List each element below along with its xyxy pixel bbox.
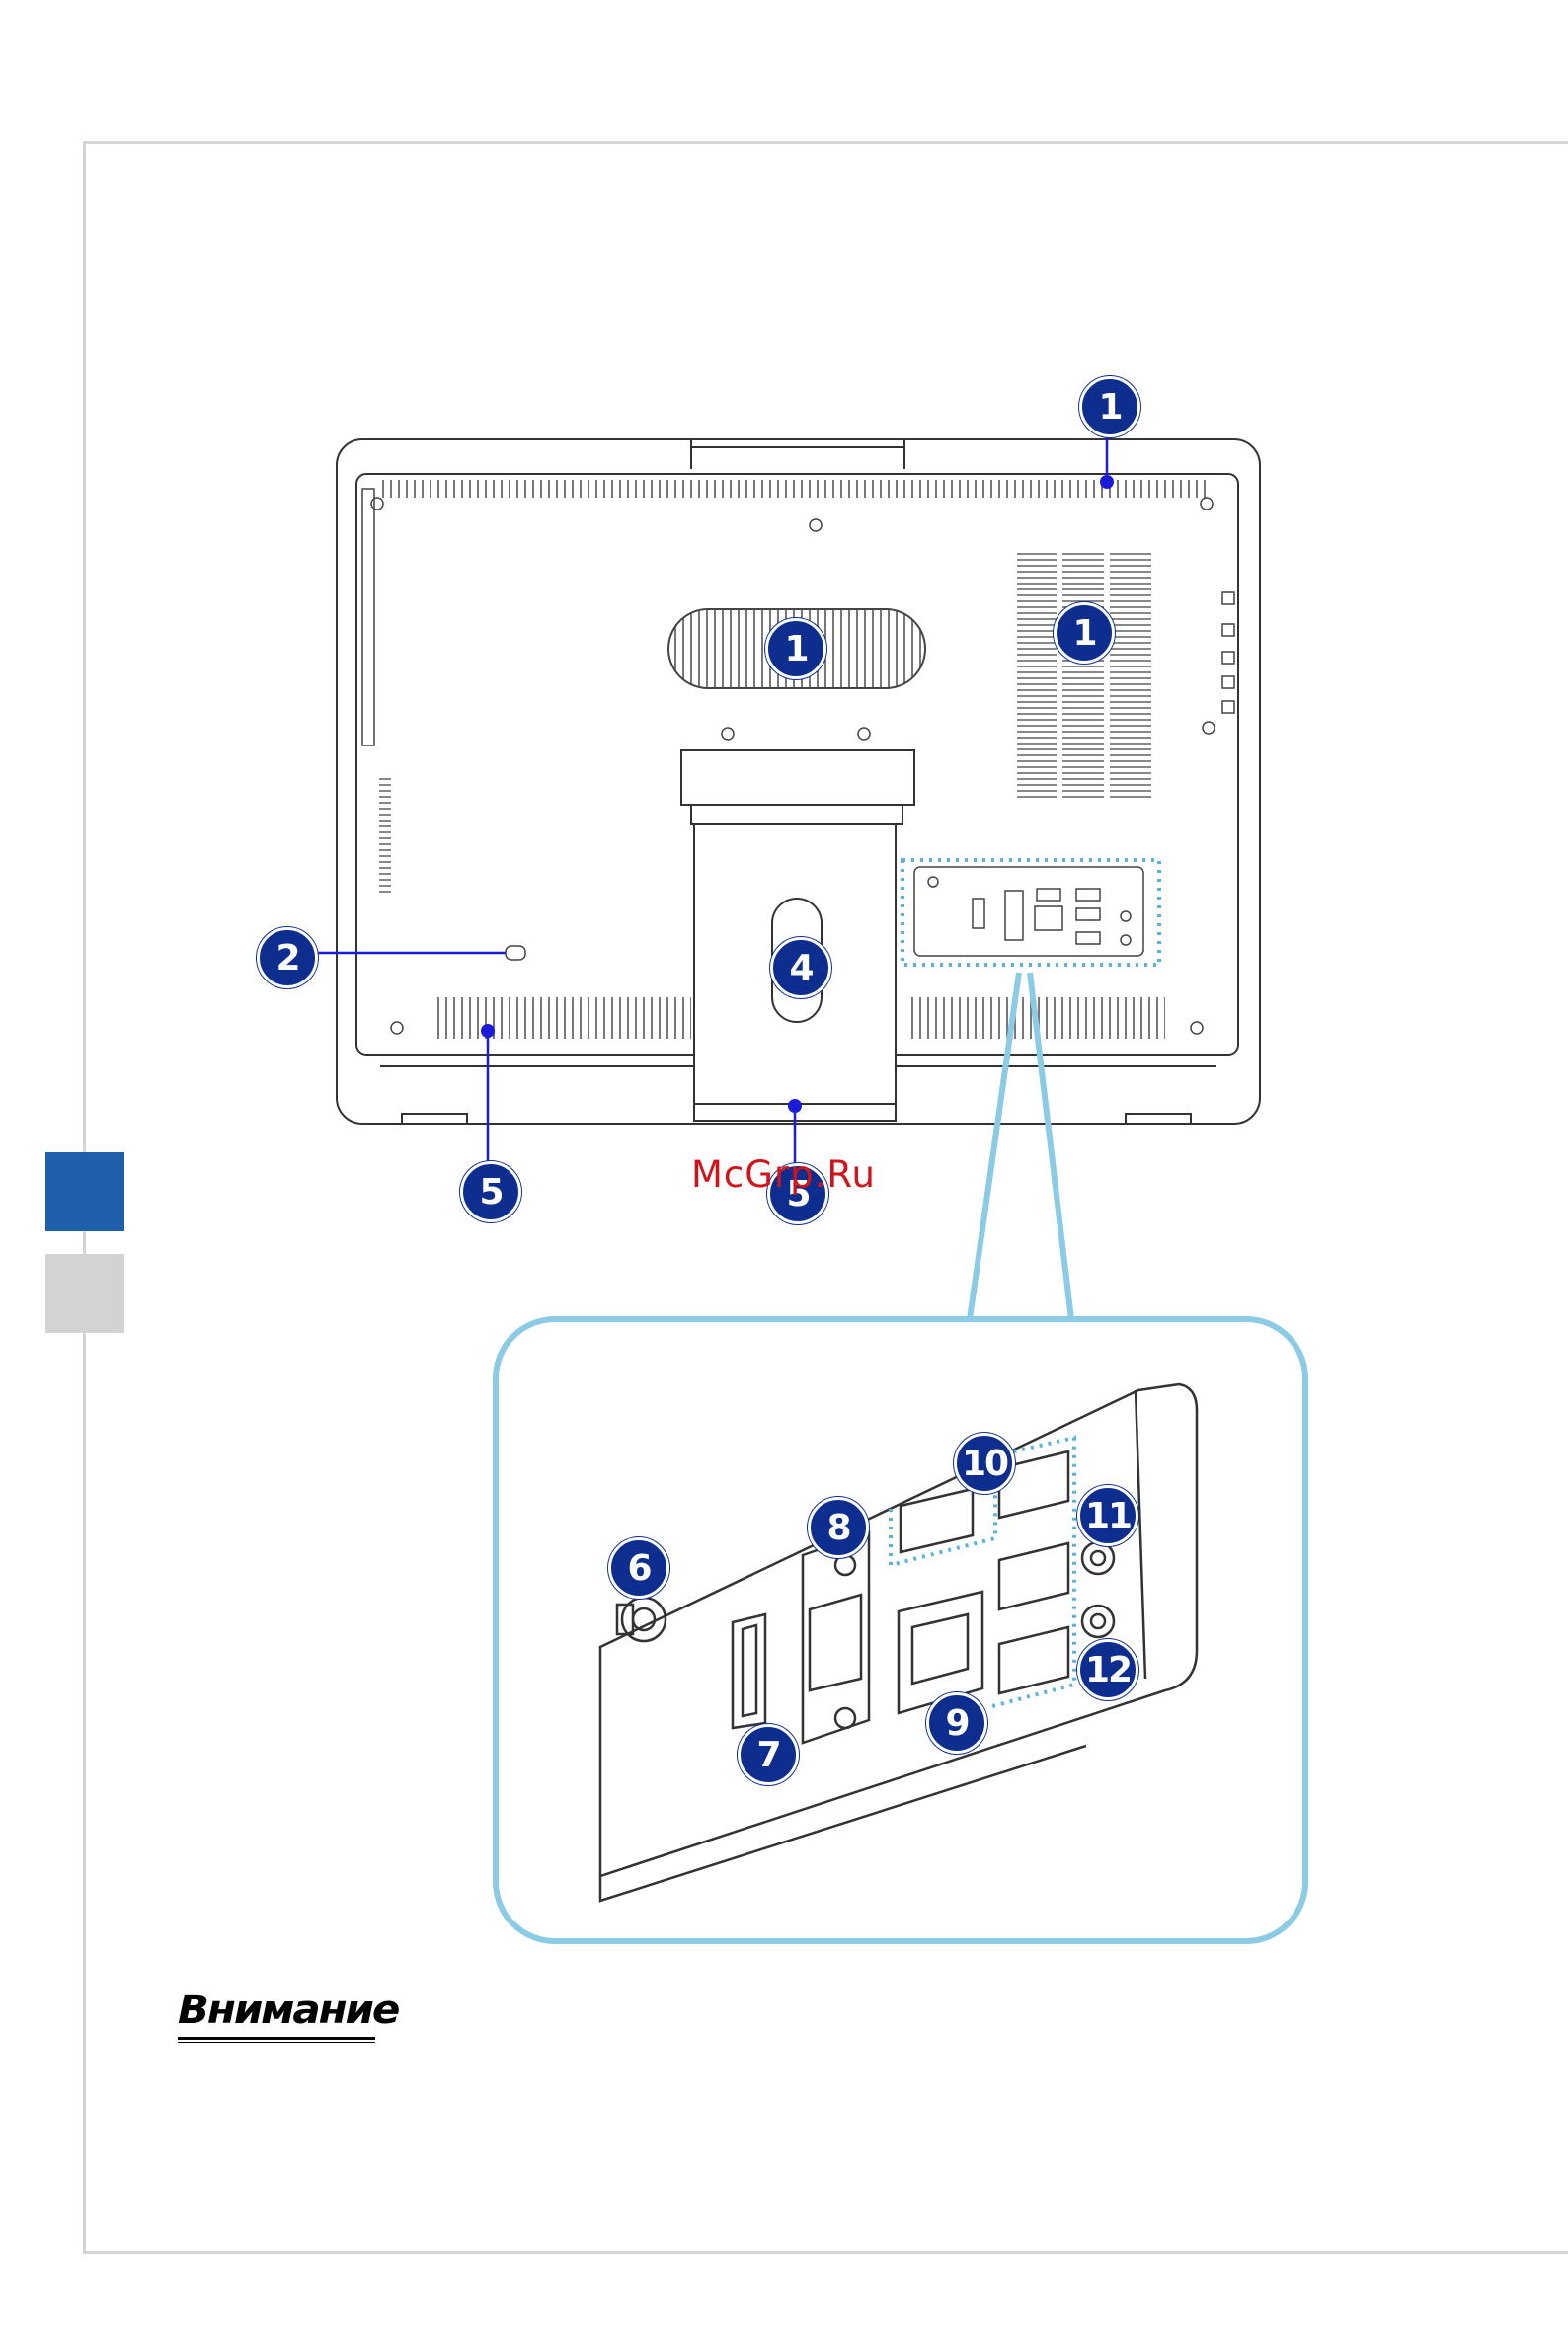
callout-2: 2 [257, 927, 318, 988]
callout-8: 8 [808, 1497, 869, 1558]
callout-7: 7 [738, 1724, 799, 1785]
callout-5-left: 5 [460, 1161, 521, 1222]
callout-12: 12 [1077, 1639, 1138, 1700]
callout-6: 6 [608, 1537, 669, 1599]
notice-underline [178, 2037, 375, 2040]
notice-heading: Внимание [178, 1988, 398, 2033]
bottom-vent-left [434, 997, 691, 1039]
watermark: McGrp.Ru [691, 1153, 876, 1196]
callout-9: 9 [926, 1692, 987, 1754]
callout-1-right-vent: 1 [1054, 602, 1115, 664]
callout-1-top-speaker: 1 [1079, 376, 1140, 437]
side-buttons [1222, 592, 1234, 713]
vent-block-3 [1110, 550, 1151, 800]
io-panel-small [914, 867, 1143, 956]
callout-1-center-speaker: 1 [765, 618, 826, 679]
callout-11: 11 [1077, 1485, 1138, 1546]
top-vent-strip [382, 480, 1212, 498]
stand [681, 750, 914, 1121]
vent-block-1 [1017, 550, 1057, 800]
callout-10: 10 [954, 1433, 1015, 1494]
notice-underline-thin [178, 2042, 375, 2043]
callout-4: 4 [770, 937, 831, 998]
vent-block-2 [1062, 550, 1104, 800]
